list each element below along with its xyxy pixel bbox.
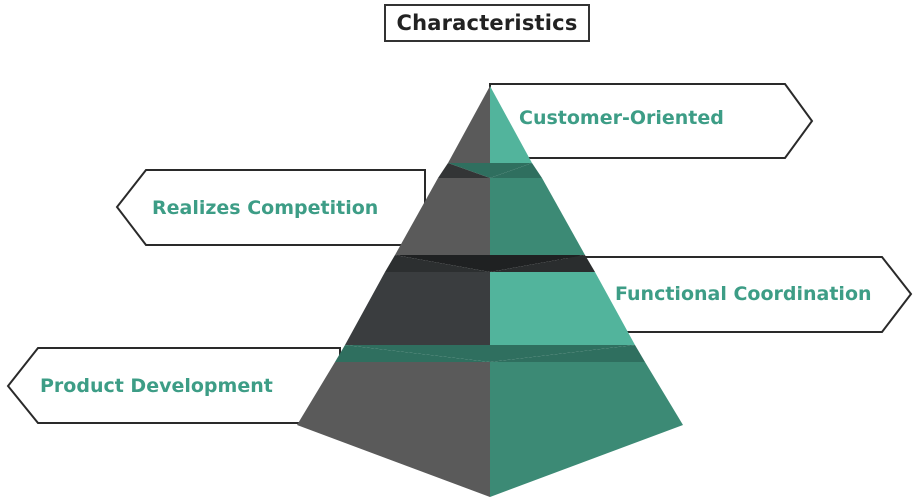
pyramid-tier-2 xyxy=(395,163,585,255)
label-product-development: Product Development xyxy=(40,375,273,397)
pyramid-tier-1 xyxy=(448,86,532,163)
banner-product-development xyxy=(6,347,341,424)
label-functional-coordination: Functional Coordination xyxy=(615,283,872,305)
diagram-title: Characteristics xyxy=(396,11,578,35)
pyramid-tier-3 xyxy=(345,255,635,345)
diagram-title-box: Characteristics xyxy=(384,4,590,42)
label-realizes-competition: Realizes Competition xyxy=(152,197,378,219)
label-customer-oriented: Customer-Oriented xyxy=(519,107,724,129)
pyramid-tier-4 xyxy=(297,345,683,497)
banner-realizes-competition xyxy=(115,169,426,246)
